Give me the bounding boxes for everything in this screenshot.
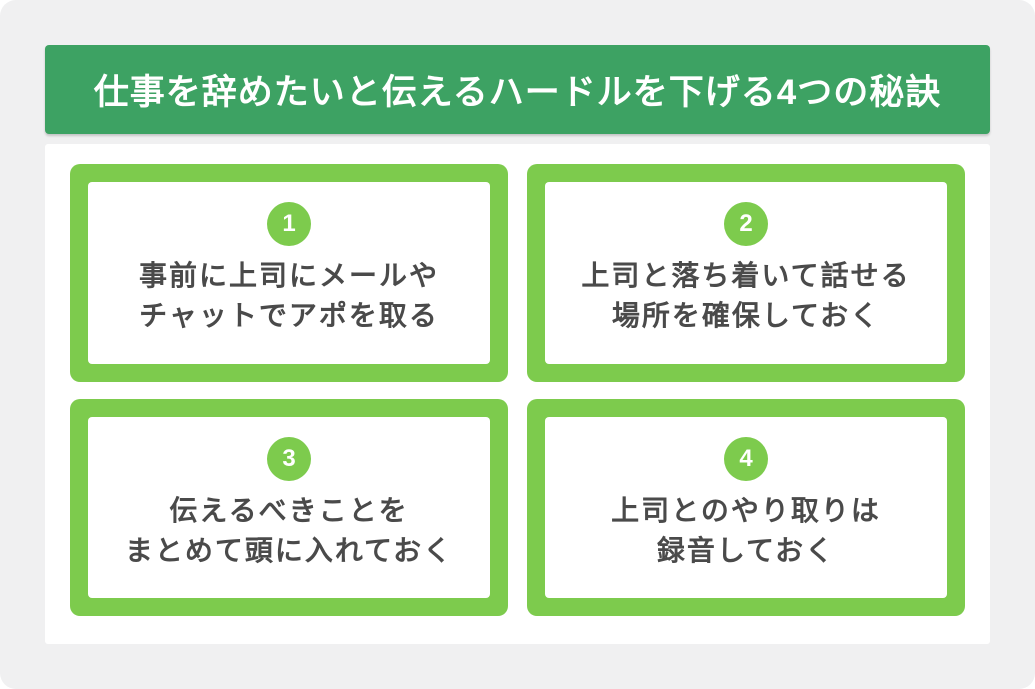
tip-card-2: 2 上司と落ち着いて話せる 場所を確保しておく bbox=[527, 164, 965, 382]
tip-3-text-line-2: まとめて頭に入れておく bbox=[124, 534, 454, 566]
tip-card-4: 4 上司とのやり取りは 録音しておく bbox=[527, 398, 965, 616]
tip-4-number-badge: 4 bbox=[724, 436, 768, 481]
tip-card-3: 3 伝えるべきことを まとめて頭に入れておく bbox=[70, 398, 508, 616]
tip-1-text-line-2: チャットでアポを取る bbox=[139, 300, 439, 331]
title-banner: 仕事を辞めたいと伝えるハードルを下げる4つの秘訣 bbox=[45, 45, 990, 134]
tip-card-1-inner: 1 事前に上司にメールや チャットでアポを取る bbox=[88, 182, 490, 364]
tip-4-text-line-1: 上司とのやり取りは bbox=[611, 494, 881, 526]
tip-4-text-line-2: 録音しておく bbox=[656, 534, 836, 566]
tip-2-text-line-1: 上司と落ち着いて話せる bbox=[581, 260, 911, 291]
tip-2-text: 上司と落ち着いて話せる 場所を確保しておく bbox=[581, 256, 910, 336]
tip-1-number-badge: 1 bbox=[267, 202, 311, 246]
tip-3-text: 伝えるべきことを まとめて頭に入れておく bbox=[125, 491, 453, 571]
infographic-title: 仕事を辞めたいと伝えるハードルを下げる4つの秘訣 bbox=[93, 73, 942, 112]
tip-2-number-badge: 2 bbox=[724, 202, 768, 246]
tip-card-3-inner: 3 伝えるべきことを まとめて頭に入れておく bbox=[88, 416, 490, 598]
tip-2-text-line-2: 場所を確保しておく bbox=[611, 300, 881, 331]
tip-3-text-line-1: 伝えるべきことを bbox=[169, 494, 409, 526]
tip-4-text: 上司とのやり取りは 録音しておく bbox=[611, 491, 881, 571]
tip-1-text-line-1: 事前に上司にメールや bbox=[138, 260, 439, 291]
content-panel: 1 事前に上司にメールや チャットでアポを取る 2 上司と落ち着いて話せる 場所… bbox=[45, 144, 990, 644]
tip-1-text: 事前に上司にメールや チャットでアポを取る bbox=[139, 256, 439, 336]
tip-card-4-inner: 4 上司とのやり取りは 録音しておく bbox=[545, 416, 947, 598]
tip-card-1: 1 事前に上司にメールや チャットでアポを取る bbox=[70, 164, 508, 382]
tip-card-2-inner: 2 上司と落ち着いて話せる 場所を確保しておく bbox=[545, 182, 947, 364]
tip-3-number-badge: 3 bbox=[267, 436, 311, 481]
